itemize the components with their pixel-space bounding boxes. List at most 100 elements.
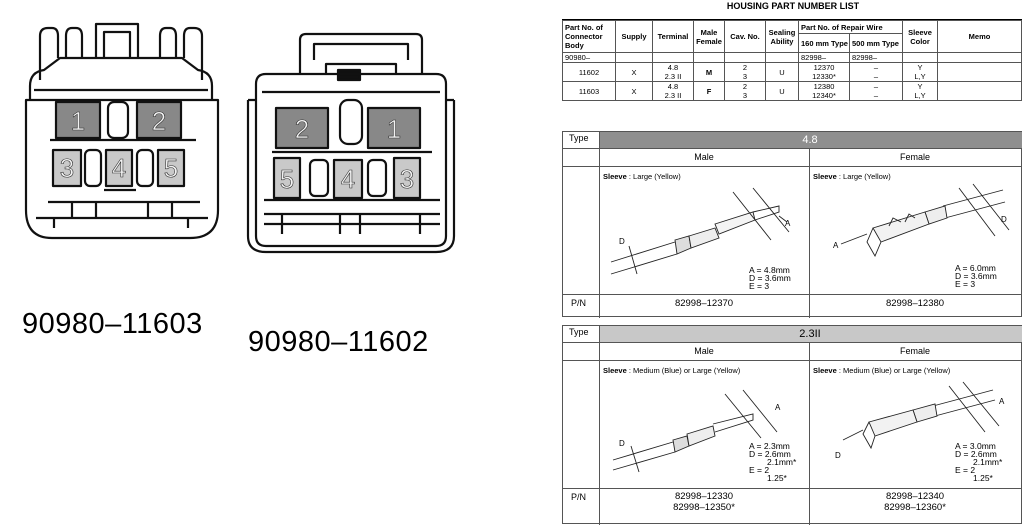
- female-pn: 82998–12380: [885, 298, 945, 309]
- type-bar: [599, 132, 1022, 148]
- cell-500: –: [873, 91, 879, 100]
- part-number-11602: 90980–11602: [248, 326, 429, 358]
- connector-drawings: 1 2 3 4 5 2 1 5 4 3: [24, 22, 456, 254]
- cell-500-prefix: 82998–: [849, 52, 903, 63]
- callout-d: D: [619, 237, 625, 246]
- cell-mf: F: [693, 81, 725, 101]
- cell-terminal: 4.8: [667, 63, 679, 72]
- housing-table: Part No. of Connector Body Supply Termin…: [562, 20, 1022, 101]
- col-part-no-body: Part No. of Connector Body: [562, 20, 616, 53]
- pn-label: P/N: [571, 298, 587, 308]
- cavity-label: 4: [341, 164, 355, 194]
- cell-seal: U: [765, 81, 799, 101]
- cavity-2: [274, 106, 330, 150]
- col-160mm: 160 mm Type: [798, 33, 850, 53]
- col-male-female: Male Female: [693, 20, 725, 53]
- male-terminal-4-8-drawing: A D: [610, 187, 791, 275]
- col-sealing: Sealing Ability: [765, 20, 799, 53]
- connector-11602-cavities: [272, 98, 422, 200]
- cavity-4: [332, 158, 364, 200]
- col-500mm: 500 mm Type: [849, 33, 903, 53]
- male-pn: 82998–12370: [674, 298, 734, 309]
- cell-500: –: [873, 72, 879, 81]
- housing-part-number-document: HOUSING PART NUMBER LIST Part No. of Con…: [562, 0, 1024, 525]
- cell-500: –: [873, 63, 879, 72]
- callout-d: D: [835, 451, 841, 460]
- male-sleeve: Sleeve : Medium (Blue) or Large (Yellow): [603, 366, 741, 375]
- cell-body: 11603: [562, 81, 616, 101]
- male-sleeve: Sleeve : Large (Yellow): [603, 172, 681, 181]
- connector-diagrams: 1 2 3 4 5 2 1 5 4 3 90980–11603 90980–11…: [22, 22, 456, 358]
- cell-color: L,Y: [914, 72, 926, 81]
- female-header: Female: [899, 152, 930, 162]
- cell-160: 12370: [813, 63, 835, 72]
- cavity-label: 2: [295, 114, 309, 144]
- cavity-4: [104, 148, 134, 188]
- col-supply: Supply: [615, 20, 653, 53]
- type-label: Type: [569, 133, 589, 143]
- cavity-label: 1: [71, 106, 85, 136]
- col-repair-wire: Part No. of Repair Wire: [798, 20, 903, 34]
- callout-a: A: [833, 241, 839, 250]
- cell-cav: 2: [742, 82, 748, 91]
- cell-body: 11602: [562, 62, 616, 82]
- doc-title: HOUSING PART NUMBER LIST: [726, 1, 860, 11]
- cell-body-prefix: 90980–: [562, 52, 616, 63]
- connector-11602-outline: [246, 32, 456, 254]
- cell-supply: X: [615, 62, 653, 82]
- cell-cav: 3: [742, 91, 748, 100]
- cavity-label: 4: [112, 153, 126, 183]
- type-bar: [599, 326, 1022, 342]
- connector-11603-cavities: [51, 100, 186, 192]
- cell-terminal: 2.3 II: [664, 91, 682, 100]
- type-label: Type: [569, 327, 589, 337]
- cavity-3: [51, 148, 83, 188]
- cavity-5: [156, 148, 186, 188]
- cell-500: –: [873, 82, 879, 91]
- cell-color: Y: [917, 63, 923, 72]
- col-memo: Memo: [937, 20, 1022, 53]
- callout-a: A: [775, 403, 781, 412]
- cell-terminal: 4.8: [667, 82, 679, 91]
- male-header: Male: [694, 346, 714, 356]
- col-cav-no: Cav. No.: [724, 20, 766, 53]
- cell-color: L,Y: [914, 91, 926, 100]
- part-number-11603: 90980–11603: [22, 308, 203, 340]
- callout-a: A: [785, 219, 791, 228]
- cavity-label: 3: [60, 153, 74, 183]
- cell-seal: U: [765, 62, 799, 82]
- cavity-label: 3: [400, 164, 414, 194]
- type-value: 4.8: [802, 134, 818, 146]
- cell-cav: 3: [742, 72, 748, 81]
- cell-supply: X: [615, 81, 653, 101]
- cavity-label: 2: [152, 106, 166, 136]
- type-value: 2.3II: [799, 328, 821, 340]
- female-terminal-2-3ii-drawing: A D: [835, 381, 1005, 460]
- terminal-section-4-8: Type 4.8 Male Female Sleeve : Large (Yel…: [562, 131, 1022, 318]
- male-header: Male: [694, 152, 714, 162]
- female-sleeve: Sleeve : Medium (Blue) or Large (Yellow): [813, 366, 951, 375]
- col-sleeve-color: Sleeve Color: [902, 20, 938, 53]
- cell-cav: 2: [742, 63, 748, 72]
- cell-160-prefix: 82998–: [798, 52, 850, 63]
- connector-11603-outline: [24, 22, 220, 240]
- cell-160: 12380: [813, 82, 835, 91]
- cavity-label: 5: [280, 164, 294, 194]
- callout-d: D: [619, 439, 625, 448]
- cavity-label: 5: [164, 153, 178, 183]
- cell-color: Y: [917, 82, 923, 91]
- cavity-label: 1: [387, 114, 401, 144]
- cavity-1: [366, 106, 422, 150]
- female-header: Female: [899, 346, 930, 356]
- cell-160: 12340*: [812, 91, 836, 100]
- col-terminal: Terminal: [652, 20, 694, 53]
- cell-mf: M: [693, 62, 725, 82]
